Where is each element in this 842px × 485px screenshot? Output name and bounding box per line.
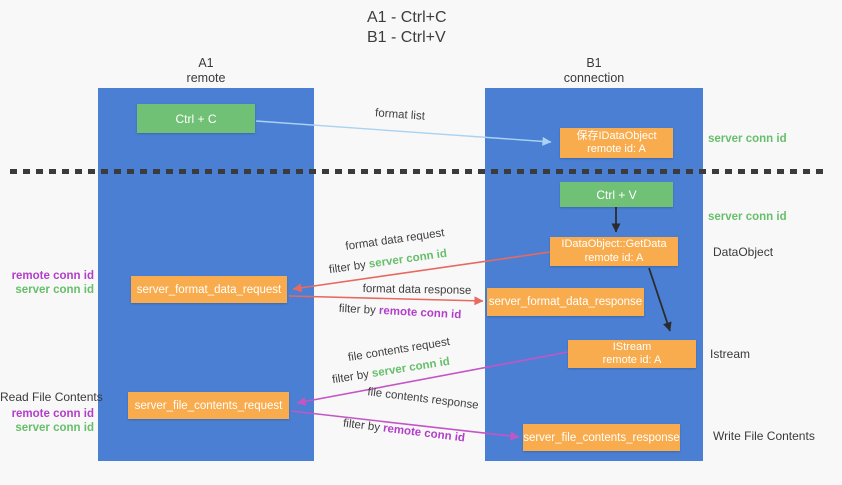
right-server-conn-id-1: server conn id bbox=[708, 133, 787, 145]
session-divider-dotted-line bbox=[10, 169, 824, 174]
remote-conn-id-text: remote conn id bbox=[382, 422, 466, 445]
node-ctrl-c-label: Ctrl + C bbox=[175, 111, 217, 126]
node-ctrl-v-label: Ctrl + V bbox=[596, 187, 637, 202]
node-idataobject-getdata: IDataObject::GetData remote id: A bbox=[550, 237, 678, 266]
diagram-title-line1: A1 - Ctrl+C bbox=[367, 9, 447, 26]
lane-b1-name: B1 bbox=[586, 56, 602, 70]
filter-by-text: filter by bbox=[338, 302, 380, 317]
lane-b1-role: connection bbox=[563, 71, 625, 85]
edge-label-format-data-response-text: format data response bbox=[362, 283, 472, 297]
edge-label-filter-remote-conn-1: filter by remote conn id bbox=[338, 303, 461, 321]
node-server-file-contents-request-label: server_file_contents_request bbox=[134, 399, 283, 412]
edge-label-file-contents-response: file contents response bbox=[367, 386, 480, 412]
lane-a1-role: remote bbox=[186, 71, 226, 85]
node-server-format-data-request-label: server_format_data_request bbox=[136, 283, 282, 296]
node-istream-line2: remote id: A bbox=[602, 354, 662, 366]
node-server-file-contents-request: server_file_contents_request bbox=[128, 392, 289, 419]
left-server-conn-id-1: server conn id bbox=[15, 284, 94, 296]
diagram-title-line2: B1 - Ctrl+V bbox=[367, 29, 446, 46]
node-idataobject-getdata-line2: remote id: A bbox=[584, 251, 644, 264]
edge-label-format-data-response: format data response bbox=[363, 283, 472, 297]
node-idataobject-getdata-line1: IDataObject::GetData bbox=[561, 238, 667, 250]
server-conn-id-text: server conn id bbox=[371, 355, 451, 380]
node-save-idataobject-line2: remote id: A bbox=[587, 143, 646, 155]
server-conn-id-text: server conn id bbox=[368, 247, 448, 271]
left-conn-id-labels-top: remote conn id server conn id bbox=[0, 269, 94, 297]
right-server-conn-id-2: server conn id bbox=[708, 211, 787, 223]
remote-conn-id-text: remote conn id bbox=[378, 304, 462, 322]
node-istream: IStream remote id: A bbox=[568, 340, 696, 368]
read-file-contents-label: Read File Contents bbox=[0, 390, 103, 404]
right-write-file-contents-label: Write File Contents bbox=[713, 429, 815, 443]
left-remote-conn-id-2: remote conn id bbox=[11, 408, 94, 420]
lane-b1-header: B1 connection bbox=[485, 56, 703, 86]
left-read-file-contents-block: Read File Contents remote conn id server… bbox=[0, 390, 103, 435]
filter-by-text: filter by bbox=[331, 368, 373, 387]
node-server-format-data-response-label: server_format_data_response bbox=[488, 296, 643, 308]
left-remote-conn-id-1: remote conn id bbox=[11, 270, 94, 282]
node-save-idataobject: 保存IDataObject remote id: A bbox=[560, 128, 673, 158]
right-istream-label: Istream bbox=[710, 347, 751, 361]
node-server-format-data-request: server_format_data_request bbox=[131, 276, 287, 303]
lane-a1-name: A1 bbox=[198, 56, 214, 70]
node-server-format-data-response: server_format_data_response bbox=[487, 288, 644, 316]
filter-by-text: filter by bbox=[328, 258, 370, 277]
right-dataobject-label: DataObject bbox=[713, 245, 774, 259]
arrow-format-data-response bbox=[288, 295, 484, 306]
edge-label-filter-remote-conn-2: filter by remote conn id bbox=[342, 418, 465, 445]
edge-label-format-list-text: format list bbox=[374, 107, 426, 123]
node-ctrl-c: Ctrl + C bbox=[137, 104, 255, 133]
node-save-idataobject-line1: 保存IDataObject bbox=[576, 129, 657, 142]
edge-label-file-contents-response-text: file contents response bbox=[366, 386, 480, 412]
node-server-file-contents-response: server_file_contents_response bbox=[523, 424, 680, 451]
filter-by-text: filter by bbox=[342, 417, 384, 435]
diagram-title: A1 - Ctrl+C B1 - Ctrl+V bbox=[367, 8, 447, 48]
node-ctrl-v: Ctrl + V bbox=[560, 182, 673, 207]
edge-label-format-list: format list bbox=[375, 107, 426, 122]
lane-a1-header: A1 remote bbox=[98, 56, 314, 86]
node-server-file-contents-response-label: server_file_contents_response bbox=[523, 431, 680, 444]
left-server-conn-id-2: server conn id bbox=[15, 422, 94, 434]
node-istream-line1: IStream bbox=[612, 340, 652, 353]
